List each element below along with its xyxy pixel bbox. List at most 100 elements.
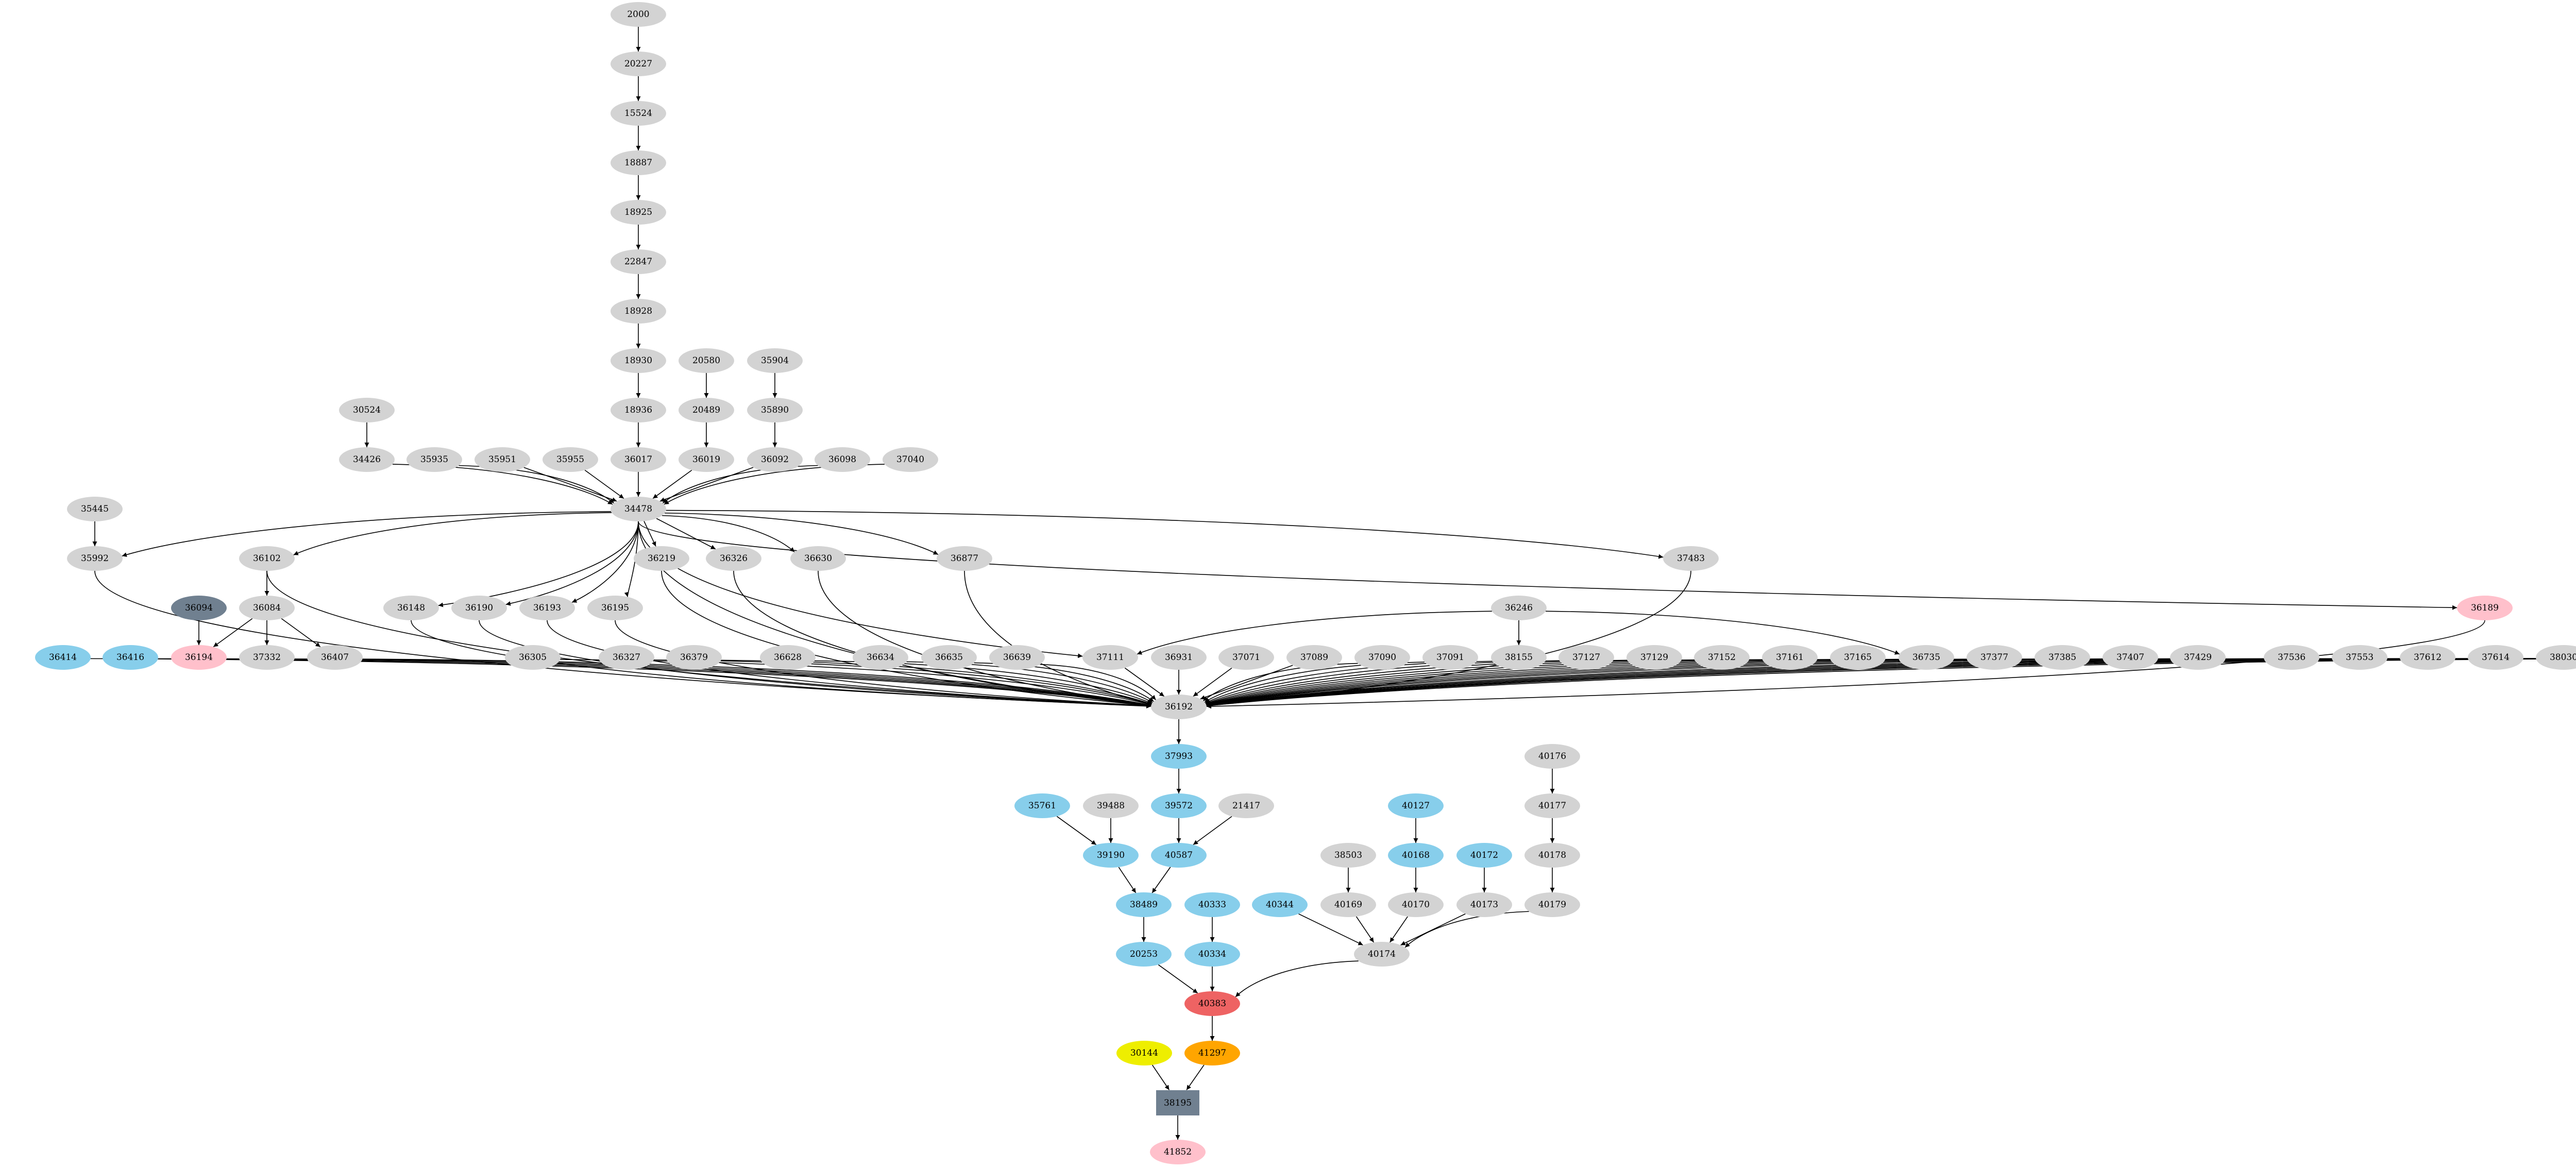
- graph-node-37377[interactable]: 37377: [1967, 645, 2022, 670]
- graph-node-39488[interactable]: 39488: [1083, 793, 1139, 818]
- graph-node-37091[interactable]: 37091: [1422, 645, 1478, 670]
- graph-node-36084[interactable]: 36084: [239, 596, 295, 620]
- graph-node-36102[interactable]: 36102: [239, 546, 295, 571]
- graph-node-37612[interactable]: 37612: [2400, 645, 2455, 670]
- graph-node-38489[interactable]: 38489: [1116, 892, 1172, 917]
- graph-node-36189[interactable]: 36189: [2457, 596, 2513, 620]
- graph-node-36414[interactable]: 36414: [35, 645, 91, 670]
- graph-node-34426[interactable]: 34426: [339, 447, 395, 472]
- graph-node-37165[interactable]: 37165: [1830, 645, 1886, 670]
- graph-node-18887[interactable]: 18887: [611, 150, 666, 175]
- graph-node-37385[interactable]: 37385: [2035, 645, 2090, 670]
- graph-node-37071[interactable]: 37071: [1218, 645, 1274, 670]
- graph-node-36877[interactable]: 36877: [937, 546, 992, 571]
- graph-node-36407[interactable]: 36407: [307, 645, 363, 670]
- graph-node-20227[interactable]: 20227: [611, 52, 666, 76]
- graph-node-41297[interactable]: 41297: [1184, 1041, 1240, 1065]
- graph-node-30144[interactable]: 30144: [1116, 1041, 1172, 1065]
- graph-node-35935[interactable]: 35935: [406, 447, 462, 472]
- graph-node-36931[interactable]: 36931: [1151, 645, 1207, 670]
- graph-node-18928[interactable]: 18928: [611, 299, 666, 324]
- graph-node-40178[interactable]: 40178: [1524, 843, 1580, 868]
- graph-node-36379[interactable]: 36379: [666, 645, 722, 670]
- graph-node-36190[interactable]: 36190: [451, 596, 507, 620]
- graph-node-38155[interactable]: 38155: [1491, 645, 1547, 670]
- graph-node-36098[interactable]: 36098: [815, 447, 870, 472]
- graph-node-34478[interactable]: 34478: [611, 497, 666, 521]
- graph-node-21417[interactable]: 21417: [1218, 793, 1274, 818]
- graph-node-30524[interactable]: 30524: [339, 398, 395, 422]
- graph-node-37536[interactable]: 37536: [2264, 645, 2319, 670]
- graph-node-40169[interactable]: 40169: [1320, 892, 1376, 917]
- graph-node-40174[interactable]: 40174: [1354, 942, 1410, 967]
- graph-node-2000[interactable]: 2000: [611, 2, 666, 27]
- graph-node-37614[interactable]: 37614: [2468, 645, 2523, 670]
- graph-node-36246[interactable]: 36246: [1491, 596, 1547, 620]
- graph-node-37553[interactable]: 37553: [2332, 645, 2387, 670]
- graph-node-40127[interactable]: 40127: [1388, 793, 1444, 818]
- graph-node-36192[interactable]: 36192: [1151, 695, 1207, 719]
- graph-node-36305[interactable]: 36305: [505, 645, 561, 670]
- graph-node-35904[interactable]: 35904: [747, 348, 803, 373]
- graph-node-36148[interactable]: 36148: [383, 596, 439, 620]
- graph-node-38503[interactable]: 38503: [1320, 843, 1376, 868]
- graph-node-41852[interactable]: 41852: [1150, 1140, 1206, 1164]
- graph-node-40173[interactable]: 40173: [1456, 892, 1512, 917]
- graph-node-40168[interactable]: 40168: [1388, 843, 1444, 868]
- graph-node-20253[interactable]: 20253: [1116, 942, 1172, 967]
- graph-node-39190[interactable]: 39190: [1083, 843, 1139, 868]
- graph-node-36019[interactable]: 36019: [679, 447, 734, 472]
- graph-node-37161[interactable]: 37161: [1762, 645, 1818, 670]
- graph-node-36092[interactable]: 36092: [747, 447, 803, 472]
- graph-node-37429[interactable]: 37429: [2170, 645, 2226, 670]
- graph-node-40176[interactable]: 40176: [1524, 744, 1580, 769]
- graph-node-37089[interactable]: 37089: [1286, 645, 1342, 670]
- graph-node-40383[interactable]: 40383: [1184, 991, 1240, 1016]
- graph-node-36635[interactable]: 36635: [921, 645, 977, 670]
- graph-node-36193[interactable]: 36193: [519, 596, 575, 620]
- graph-node-40587[interactable]: 40587: [1151, 843, 1207, 868]
- graph-node-40179[interactable]: 40179: [1524, 892, 1580, 917]
- graph-node-36017[interactable]: 36017: [611, 447, 666, 472]
- graph-node-37090[interactable]: 37090: [1354, 645, 1410, 670]
- graph-node-37152[interactable]: 37152: [1694, 645, 1750, 670]
- graph-node-36194[interactable]: 36194: [171, 645, 227, 670]
- graph-node-39572[interactable]: 39572: [1151, 793, 1207, 818]
- graph-node-36219[interactable]: 36219: [634, 546, 689, 571]
- graph-node-36634[interactable]: 36634: [853, 645, 908, 670]
- graph-node-37993[interactable]: 37993: [1151, 744, 1207, 769]
- graph-node-37127[interactable]: 37127: [1558, 645, 1614, 670]
- graph-node-36195[interactable]: 36195: [587, 596, 643, 620]
- graph-node-35951[interactable]: 35951: [474, 447, 530, 472]
- graph-node-18925[interactable]: 18925: [611, 200, 666, 225]
- graph-node-36735[interactable]: 36735: [1899, 645, 1954, 670]
- graph-node-36630[interactable]: 36630: [790, 546, 846, 571]
- graph-node-37040[interactable]: 37040: [883, 447, 938, 472]
- graph-node-37332[interactable]: 37332: [239, 645, 295, 670]
- graph-node-22847[interactable]: 22847: [611, 249, 666, 274]
- graph-node-35890[interactable]: 35890: [747, 398, 803, 422]
- graph-node-37483[interactable]: 37483: [1663, 546, 1719, 571]
- graph-node-35992[interactable]: 35992: [67, 546, 123, 571]
- graph-node-37129[interactable]: 37129: [1626, 645, 1682, 670]
- graph-node-40177[interactable]: 40177: [1524, 793, 1580, 818]
- graph-node-35761[interactable]: 35761: [1014, 793, 1070, 818]
- graph-node-36628[interactable]: 36628: [760, 645, 816, 670]
- graph-node-35445[interactable]: 35445: [67, 497, 123, 521]
- graph-node-37407[interactable]: 37407: [2103, 645, 2158, 670]
- graph-node-36416[interactable]: 36416: [103, 645, 158, 670]
- graph-node-36639[interactable]: 36639: [989, 645, 1045, 670]
- graph-node-35955[interactable]: 35955: [543, 447, 598, 472]
- graph-node-40334[interactable]: 40334: [1184, 942, 1240, 967]
- graph-node-37111[interactable]: 37111: [1082, 645, 1138, 670]
- graph-node-40170[interactable]: 40170: [1388, 892, 1444, 917]
- graph-node-38195[interactable]: 38195: [1156, 1090, 1199, 1115]
- graph-node-18936[interactable]: 18936: [611, 398, 666, 422]
- graph-node-40333[interactable]: 40333: [1184, 892, 1240, 917]
- graph-node-20580[interactable]: 20580: [679, 348, 734, 373]
- graph-node-40172[interactable]: 40172: [1456, 843, 1512, 868]
- graph-node-20489[interactable]: 20489: [679, 398, 734, 422]
- graph-node-40344[interactable]: 40344: [1252, 892, 1308, 917]
- graph-node-36326[interactable]: 36326: [706, 546, 761, 571]
- graph-node-18930[interactable]: 18930: [611, 348, 666, 373]
